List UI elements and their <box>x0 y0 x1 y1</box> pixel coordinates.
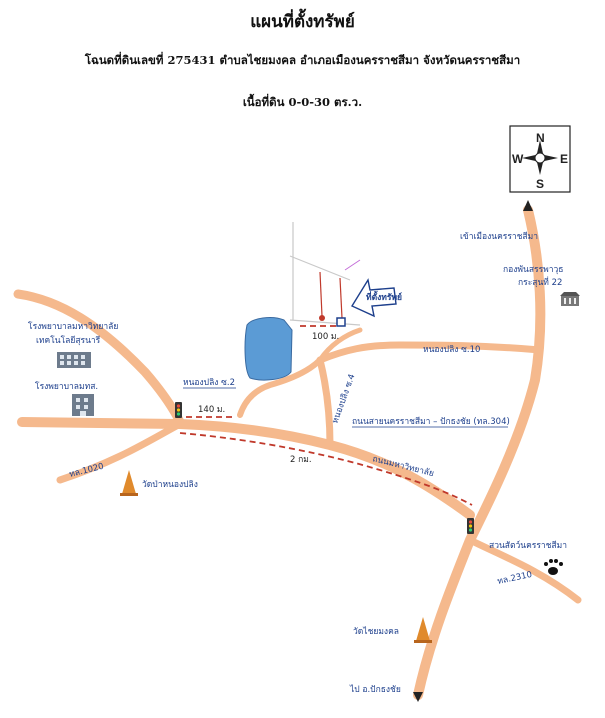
label-soi-2: หนองปลิง ซ.2 <box>183 378 235 388</box>
label-highway-304: ถนนสายนครราชสีมา – ปักธงชัย (ทล.304) <box>352 416 510 427</box>
label-army-2: กระสุนที่ 22 <box>518 276 562 288</box>
pond <box>244 317 293 381</box>
temple-icon <box>120 470 138 496</box>
property-lines <box>344 259 361 271</box>
road-west <box>13 289 185 427</box>
arrow-to-city-icon <box>523 200 533 211</box>
compass-e: E <box>560 152 568 166</box>
label-to-city: เข้าเมืองนครราชสีมา <box>460 231 538 242</box>
property-arrow-icon <box>350 278 397 318</box>
property-label: ที่ตั้งทรัพย์ <box>366 290 402 303</box>
dist-100-label: 100 ม. <box>312 332 339 342</box>
property-pin-line <box>319 271 323 317</box>
road-soi-10 <box>316 341 544 364</box>
property-marker-line <box>339 277 343 319</box>
compass-w: W <box>512 152 524 166</box>
label-temple-chaimongkol: วัดไชยมงคล <box>353 626 399 637</box>
road-soi-4 <box>316 356 334 449</box>
deed-info: โฉนดที่ดินเลขที่ 275431 ตำบลไชยมงคล อำเภ… <box>84 53 521 67</box>
property-pin <box>319 315 325 321</box>
compass-rose-icon <box>509 125 571 193</box>
road-to-property <box>317 327 363 363</box>
temple-icon <box>414 617 432 643</box>
label-zoo: สวนสัตว์นครราชสีมา <box>489 540 567 551</box>
label-hospital-mts: โรงพยาบาลมทส. <box>35 381 98 392</box>
road-304 <box>413 205 546 700</box>
dist-2km-label: 2 กม. <box>290 455 312 465</box>
road-2310 <box>466 536 582 604</box>
building-icon <box>72 394 94 416</box>
property-marker <box>336 317 346 327</box>
label-hospital-university: โรงพยาบาลมหาวิทยาลัย <box>28 321 118 332</box>
road-soi-2 <box>237 357 323 418</box>
label-suranaree-tech: เทคโนโลยีสุรนารี <box>36 335 101 346</box>
paw-icon <box>544 559 563 575</box>
road-1020 <box>56 420 184 484</box>
building-icon <box>57 352 91 368</box>
label-to-pakthongchai: ไป อ.ปักธงชัย <box>349 684 401 695</box>
traffic-light-icon <box>175 402 182 418</box>
building-icon <box>560 292 580 306</box>
label-army-1: กองพันสรรพาวุธ <box>503 265 563 275</box>
label-temple-nongpling: วัดป่าหนองปลิง <box>142 480 198 490</box>
label-hwy-2310: ทล.2310 <box>497 570 533 587</box>
label-hwy-1020: ทล.1020 <box>68 462 105 480</box>
traffic-light-icon <box>467 518 474 534</box>
compass-s: S <box>536 177 544 191</box>
compass-n: N <box>536 131 545 145</box>
dist-140-label: 140 ม. <box>198 405 225 415</box>
lane-property <box>289 319 361 326</box>
label-soi-10: หนองปลิง ซ.10 <box>423 345 480 355</box>
arrow-to-pakthongchai-icon <box>413 692 423 702</box>
lane-diagonal <box>289 255 351 281</box>
page-title: แผนที่ตั้งทรัพย์ <box>250 12 355 32</box>
land-area: เนื้อที่ดิน 0-0-30 ตร.ว. <box>242 95 363 109</box>
